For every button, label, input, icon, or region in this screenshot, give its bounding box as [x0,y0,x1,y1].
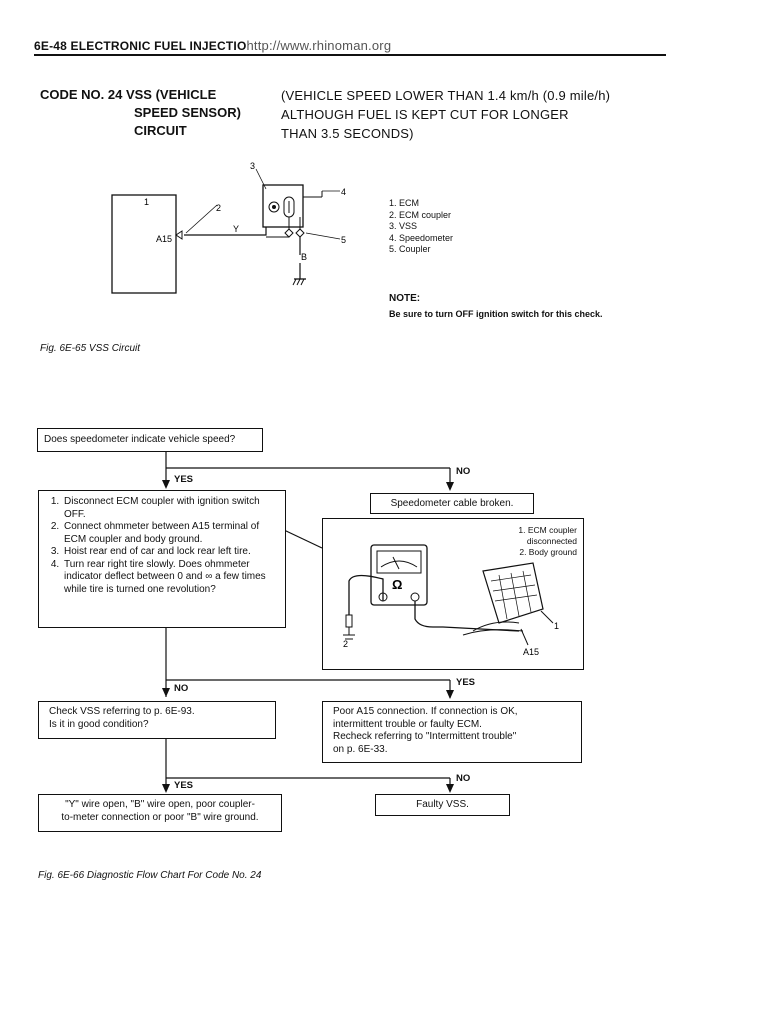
result-box-cable-broken: Speedometer cable broken. [370,493,534,514]
note-heading: NOTE: [389,293,421,304]
check-vss-line: Is it in good condition? [49,718,149,730]
question-text: Does speedometer indicate vehicle speed? [44,434,236,445]
condition-line2: ALTHOUGH FUEL IS KEPT CUT FOR LONGER [281,107,569,122]
y-wire-line: "Y" wire open, "B" wire open, poor coupl… [65,799,255,810]
procedure-box: Disconnect ECM coupler with ignition swi… [38,490,286,628]
procedure-step: Turn rear right tire slowly. Does ohmmet… [62,559,277,597]
condition-line1: (VEHICLE SPEED LOWER THAN 1.4 km/h (0.9 … [281,88,611,103]
header-url-overlay: http://www.rhinoman.org [246,38,392,53]
figure-caption-1: Fig. 6E-65 VSS Circuit [40,343,141,354]
label-1: 1 [144,197,149,207]
yes-label-1: YES [174,474,194,485]
meter-legend-item: disconnected [526,536,577,546]
no-label-1: NO [456,466,471,477]
note-body: Be sure to turn OFF ignition switch for … [389,309,603,319]
vss-rotor [268,201,280,213]
y-wire-open-box: "Y" wire open, "B" wire open, poor coupl… [38,794,282,832]
no-label-3: NO [456,773,471,784]
result-text: Speedometer cable broken. [390,498,514,509]
poor-a15-line: Poor A15 connection. If connection is OK… [333,706,518,717]
wire-y-label: Y [233,224,239,234]
page-header: 6E-48 ELECTRONIC FUEL INJECTIOhttp://www… [34,38,391,53]
leader-2 [185,204,218,234]
yes-label-2: YES [456,677,476,688]
faulty-vss-text: Faulty VSS. [416,799,469,810]
procedure-step: Hoist rear end of car and lock rear left… [62,546,277,559]
poor-a15-line: on p. 6E-33. [333,743,388,755]
meter-legend-item: 2. Body ground [519,547,577,557]
circuit-legend: 1. ECM 2. ECM coupler 3. VSS 4. Speedome… [389,198,453,256]
ohmmeter-body [370,544,428,606]
code-title-line2: SPEED SENSOR) [134,105,241,120]
figure-caption-2: Fig. 6E-66 Diagnostic Flow Chart For Cod… [38,870,262,881]
code-title: CODE NO. 24 VSS (VEHICLE SPEED SENSOR) C… [40,86,241,140]
no-label-2: NO [174,683,189,694]
vss-circuit-diagram: 1 A15 2 Y B 3 4 5 [111,161,346,294]
poor-a15-box: Poor A15 connection. If connection is OK… [322,701,582,763]
legend-item: 1. ECM [389,198,420,208]
legend-item: 4. Speedometer [389,232,454,243]
header-title: 6E-48 ELECTRONIC FUEL INJECTIO [34,39,247,53]
meter-label-1: 1 [554,621,559,631]
code-condition: (VEHICLE SPEED LOWER THAN 1.4 km/h (0.9 … [281,86,610,143]
legend-item: 5. Coupler [389,244,431,254]
question-box-speedometer: Does speedometer indicate vehicle speed? [37,428,263,452]
poor-a15-line: Recheck referring to "Intermittent troub… [333,731,517,742]
condition-line3: THAN 3.5 SECONDS) [281,126,414,141]
ohmmeter-drawing: Ω 2 A15 1 [343,544,559,657]
meter-label-2: 2 [343,639,348,649]
y-wire-line: to-meter connection or poor "B" wire gro… [61,811,259,823]
label-3: 3 [250,161,255,171]
label-5: 5 [341,235,346,245]
ecm-coupler-symbol [175,230,183,240]
ohmmeter-dial [376,550,422,574]
wire-y [184,227,267,236]
faulty-vss-box: Faulty VSS. [375,794,510,816]
legend-item: 3. VSS [389,221,418,231]
speedometer-box [262,184,304,228]
procedure-step: Connect ohmmeter between A15 terminal of… [62,521,277,546]
wire-b-label: B [301,252,307,262]
check-vss-line: Check VSS referring to p. 6E-93. [49,706,195,717]
label-2: 2 [216,203,221,213]
meter-legend: 1. ECM coupler disconnected 2. Body grou… [483,525,577,558]
legend-item: 2. ECM coupler [389,209,452,220]
ecm-coupler [482,562,544,624]
ohmmeter-illustration: 1. ECM coupler disconnected 2. Body grou… [322,518,584,670]
terminal-a15: A15 [156,234,172,244]
procedure-steps: Disconnect ECM coupler with ignition swi… [45,496,277,596]
header-rule [34,54,666,56]
code-title-line3: CIRCUIT [134,123,187,138]
meter-legend-item: 1. ECM coupler [518,525,577,535]
check-vss-box: Check VSS referring to p. 6E-93. Is it i… [38,701,276,739]
label-4: 4 [341,187,346,197]
ecm-box [111,194,177,294]
poor-a15-line: intermittent trouble or faulty ECM. [333,718,482,730]
procedure-step: Disconnect ECM coupler with ignition swi… [62,496,277,521]
meter-label-a15: A15 [523,647,539,657]
code-title-line1: CODE NO. 24 VSS (VEHICLE [40,87,217,102]
yes-label-3: YES [174,780,194,791]
ohm-symbol: Ω [392,577,402,592]
